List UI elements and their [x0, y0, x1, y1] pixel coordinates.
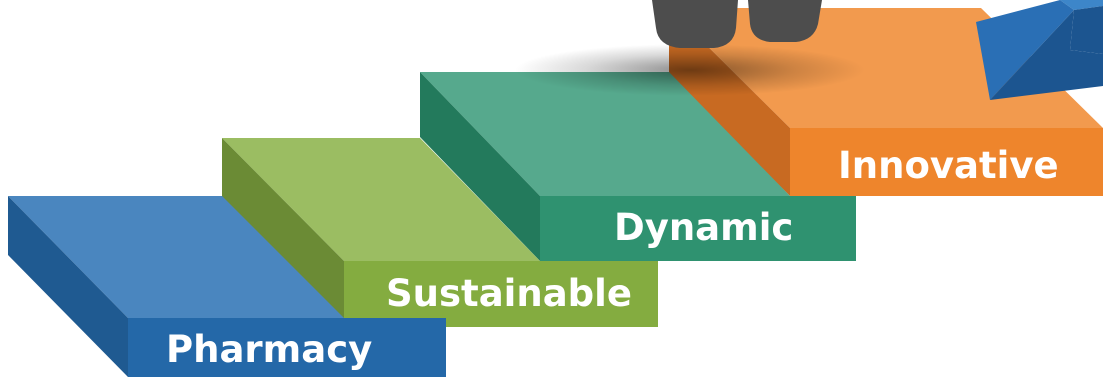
step-dynamic-top [420, 72, 790, 196]
feet-figure [652, 0, 822, 48]
step-sustainable-top [222, 138, 540, 261]
step-pharmacy-top [8, 196, 344, 318]
cube-left-face [976, 0, 1074, 100]
cube-right-face [1070, 6, 1103, 54]
foot-shadow [515, 44, 865, 96]
step-pharmacy-label: Pharmacy [166, 328, 372, 371]
step-dynamic-label: Dynamic [614, 206, 793, 249]
step-pharmacy: Pharmacy [8, 196, 446, 377]
step-dynamic-side [420, 72, 540, 261]
step-pharmacy-side [8, 196, 128, 377]
step-sustainable-label: Sustainable [386, 272, 632, 315]
step-dynamic-front [540, 196, 856, 261]
step-sustainable-front [344, 261, 658, 327]
left-foot [652, 0, 738, 48]
step-innovative-front [790, 128, 1103, 196]
step-sustainable-side [222, 138, 344, 327]
step-sustainable: Sustainable [222, 138, 658, 327]
blue-cube [976, 0, 1103, 100]
cube-top-face [1060, 0, 1103, 10]
step-dynamic: Dynamic [420, 72, 856, 261]
right-foot [748, 0, 822, 42]
step-innovative-label: Innovative [838, 144, 1059, 187]
step-pharmacy-front [128, 318, 446, 377]
cube-bottom-face [990, 10, 1103, 100]
